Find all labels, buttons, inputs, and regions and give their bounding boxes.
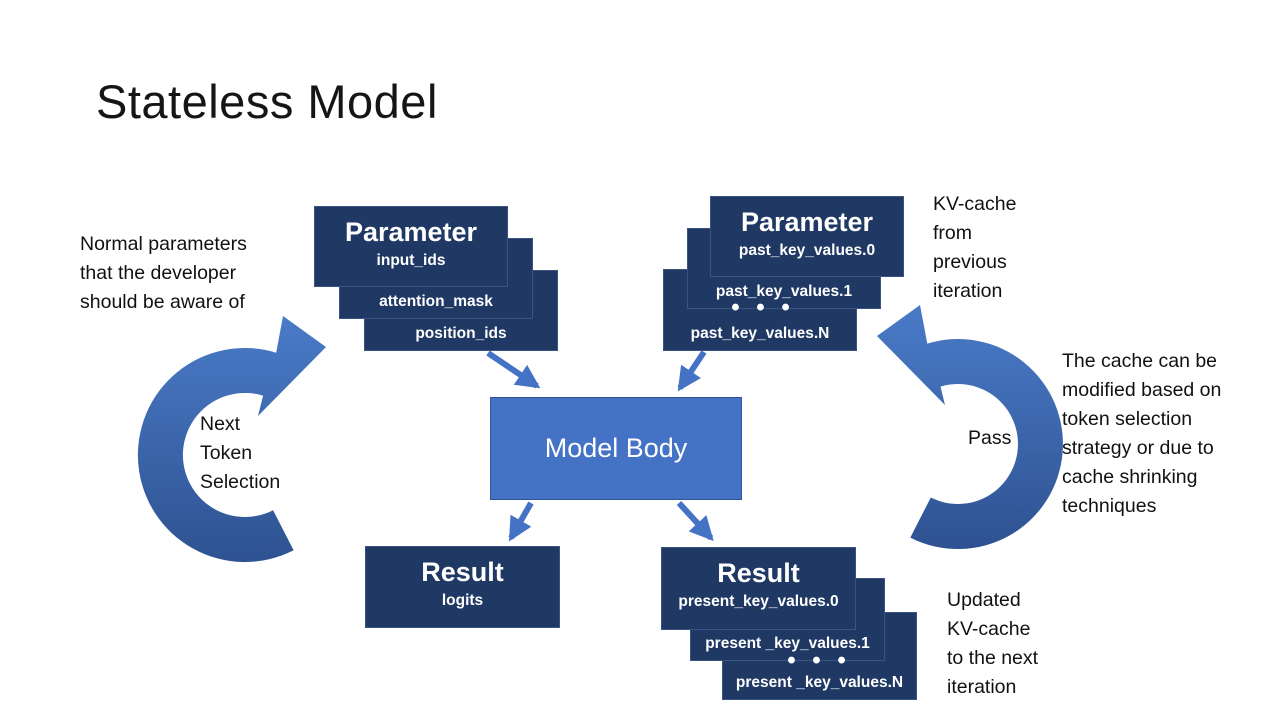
right-parameter-box-front: Parameter past_key_values.0: [710, 196, 904, 277]
param-label-past-key-values-n: past_key_values.N: [690, 325, 830, 342]
curved-arrow-next-token: [137, 316, 326, 563]
model-body-box: Model Body: [490, 397, 742, 500]
result-label-present-key-values-n: present _key_values.N: [735, 674, 904, 691]
arrow-model-to-right-result: [676, 500, 714, 541]
left-result-box: Result logits: [365, 546, 560, 628]
arrow-left-params-to-model: [486, 350, 541, 389]
ellipsis-dots-past-key-values: • • •: [731, 294, 795, 321]
result-title: Result: [421, 557, 504, 587]
parameter-title: Parameter: [740, 207, 874, 237]
result-label-present-key-values-0: present_key_values.0: [678, 593, 839, 610]
model-body-label: Model Body: [544, 433, 688, 463]
result-label-logits: logits: [441, 592, 484, 609]
param-label-past-key-values-1: past_key_values.1: [715, 283, 853, 300]
annotation-cache-modified: The cache can be modified based on token…: [1062, 350, 1222, 517]
annotation-normal-parameters: Normal parameters that the developer sho…: [80, 233, 247, 313]
arrow-right-params-to-model: [677, 350, 707, 392]
annotation-kv-cache-from: KV-cache from previous iteration: [933, 193, 1017, 302]
param-label-input-ids: input_ids: [376, 252, 446, 269]
parameter-title: Parameter: [344, 217, 478, 247]
param-label-past-key-values-0: past_key_values.0: [738, 242, 876, 259]
annotation-next-token-selection: Next Token Selection: [200, 413, 281, 493]
right-result-box-front: Result present_key_values.0: [661, 547, 856, 630]
annotation-updated-kv-cache: Updated KV-cache to the next iteration: [947, 589, 1039, 698]
left-parameter-box-front: Parameter input_ids: [314, 206, 508, 287]
param-label-attention-mask: attention_mask: [379, 293, 493, 310]
curved-arrow-pass: [877, 305, 1063, 550]
annotation-pass: Pass: [968, 427, 1012, 449]
arrow-model-to-left-result: [508, 501, 534, 542]
param-label-position-ids: position_ids: [415, 325, 507, 342]
ellipsis-dots-present-key-values: • • •: [787, 647, 851, 674]
result-label-present-key-values-1: present _key_values.1: [705, 635, 870, 652]
result-title: Result: [717, 558, 800, 588]
page-title: Stateless Model: [96, 75, 438, 128]
